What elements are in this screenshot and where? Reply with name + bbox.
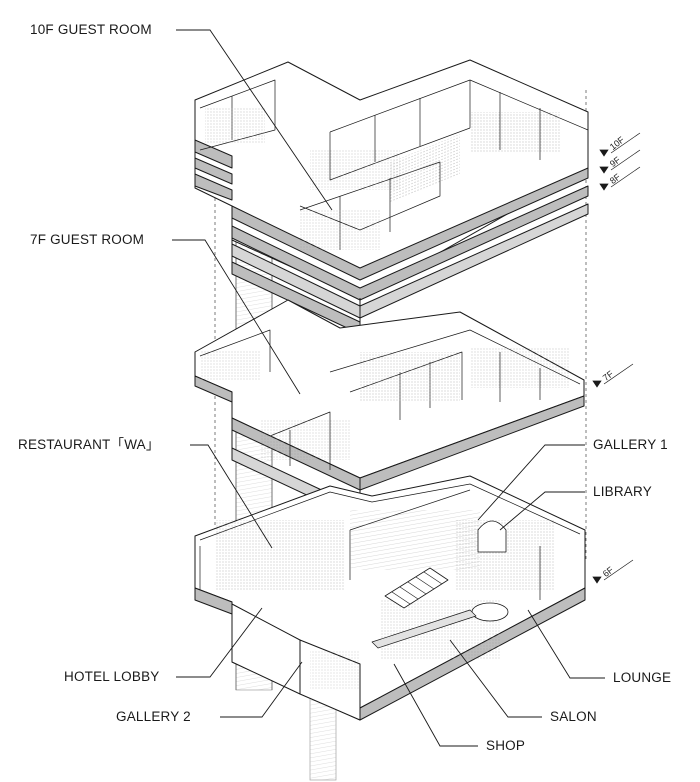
label-library: LIBRARY	[593, 484, 652, 499]
leader-lines	[172, 29, 605, 747]
floor-10f-block	[194, 59, 589, 335]
label-restaurant-wa: RESTAURANT「WA」	[18, 437, 160, 452]
floor-6f-block	[194, 475, 586, 721]
label-gallery-2: GALLERY 2	[116, 709, 191, 724]
label-salon: SALON	[550, 709, 597, 724]
label-lounge: LOUNGE	[613, 670, 672, 685]
label-hotel-lobby: HOTEL LOBBY	[64, 669, 160, 684]
label-shop: SHOP	[486, 738, 526, 753]
label-gallery-1: GALLERY 1	[593, 437, 668, 452]
label-10f-guest-room: 10F GUEST ROOM	[30, 22, 152, 37]
level-markers	[592, 132, 641, 584]
label-7f-guest-room: 7F GUEST ROOM	[30, 232, 145, 247]
